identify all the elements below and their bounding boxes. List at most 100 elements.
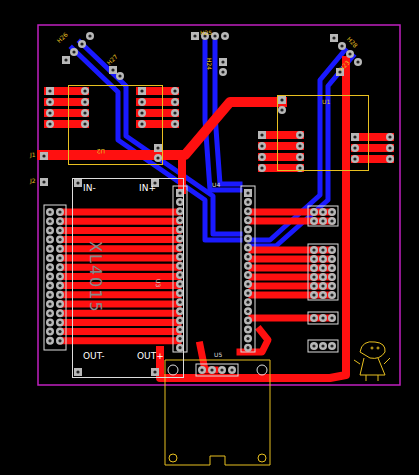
pad-hole	[321, 344, 324, 347]
round-pad	[338, 42, 346, 50]
round-pad	[56, 254, 64, 262]
designator-label: H28	[346, 36, 359, 49]
pad-hole	[246, 237, 249, 240]
pad-hole	[48, 220, 51, 223]
round-pad	[328, 255, 336, 263]
pad-hole	[312, 275, 315, 278]
pad-hole	[140, 111, 143, 114]
square-pad	[258, 131, 266, 139]
round-pad	[328, 282, 336, 290]
pad-hole	[178, 301, 181, 304]
usb-connector-outline	[165, 360, 270, 465]
pad-hole	[178, 191, 181, 194]
round-pad	[176, 335, 184, 343]
pad-hole	[330, 344, 333, 347]
designator-label: U4	[212, 182, 220, 188]
pad-hole	[356, 60, 359, 63]
pad-hole	[178, 282, 181, 285]
round-pad	[319, 255, 327, 263]
round-pad	[296, 153, 304, 161]
round-pad	[346, 50, 354, 58]
round-pad	[244, 244, 252, 252]
designator-label: J1	[30, 152, 36, 158]
round-pad	[171, 98, 179, 106]
square-pad	[191, 32, 199, 40]
pad-hole	[330, 316, 333, 319]
pad-hole	[156, 156, 159, 159]
copper-trace	[62, 245, 178, 252]
pad-hole	[48, 321, 51, 324]
round-pad	[244, 262, 252, 270]
pad-hole	[388, 135, 391, 138]
copper-trace	[262, 131, 300, 139]
pad-hole	[246, 328, 249, 331]
board-outline	[38, 25, 400, 385]
pad-hole	[312, 284, 315, 287]
round-pad	[219, 68, 227, 76]
round-pad	[81, 120, 89, 128]
pad-hole	[321, 284, 324, 287]
component-label: U1	[322, 99, 330, 105]
pad-hole	[298, 144, 301, 147]
pad-hole	[321, 275, 324, 278]
square-pad	[46, 87, 54, 95]
round-pad	[56, 226, 64, 234]
pad-hole	[260, 144, 263, 147]
pad-hole	[83, 89, 86, 92]
round-pad	[46, 245, 54, 253]
pad-hole	[246, 191, 249, 194]
round-pad	[258, 153, 266, 161]
pad-hole	[260, 166, 263, 169]
designator-label: H24	[206, 58, 212, 70]
component-label: IN-	[83, 184, 96, 193]
pad-hole	[140, 89, 143, 92]
round-pad	[386, 133, 394, 141]
pad-hole	[48, 210, 51, 213]
pad-hole	[246, 210, 249, 213]
pad-hole	[178, 310, 181, 313]
pad-hole	[246, 219, 249, 222]
pad-hole	[48, 238, 51, 241]
copper-trace	[252, 247, 330, 254]
pad-hole	[246, 246, 249, 249]
pad-hole	[83, 122, 86, 125]
round-pad	[176, 326, 184, 334]
pad-hole	[221, 70, 224, 73]
pad-hole	[178, 210, 181, 213]
pad-hole	[64, 58, 67, 61]
pad-hole	[48, 339, 51, 342]
round-pad	[244, 235, 252, 243]
round-pad	[310, 314, 318, 322]
pad-hole	[48, 89, 51, 92]
pad-hole	[58, 321, 61, 324]
pad-hole	[388, 157, 391, 160]
round-pad	[176, 271, 184, 279]
pad-hole	[353, 135, 356, 138]
copper-trace	[252, 218, 330, 225]
round-pad	[138, 120, 146, 128]
pad-hole	[321, 219, 324, 222]
round-pad	[319, 282, 327, 290]
round-pad	[319, 246, 327, 254]
pad-hole	[321, 316, 324, 319]
round-pad	[218, 366, 226, 374]
pad-hole	[348, 52, 351, 55]
component-label: OUT-	[83, 352, 105, 361]
round-pad	[56, 282, 64, 290]
pad-hole	[330, 293, 333, 296]
designator-label: U5	[214, 352, 222, 358]
round-pad	[176, 216, 184, 224]
pad-hole	[260, 133, 263, 136]
round-pad	[328, 217, 336, 225]
pad-hole	[173, 100, 176, 103]
round-pad	[319, 342, 327, 350]
copper-trace	[240, 330, 268, 352]
round-pad	[46, 309, 54, 317]
pad-hole	[312, 293, 315, 296]
round-pad	[310, 246, 318, 254]
round-pad	[221, 32, 229, 40]
copper-trace	[62, 255, 178, 262]
round-pad	[86, 32, 94, 40]
round-pad	[244, 298, 252, 306]
copper-trace	[252, 256, 330, 263]
